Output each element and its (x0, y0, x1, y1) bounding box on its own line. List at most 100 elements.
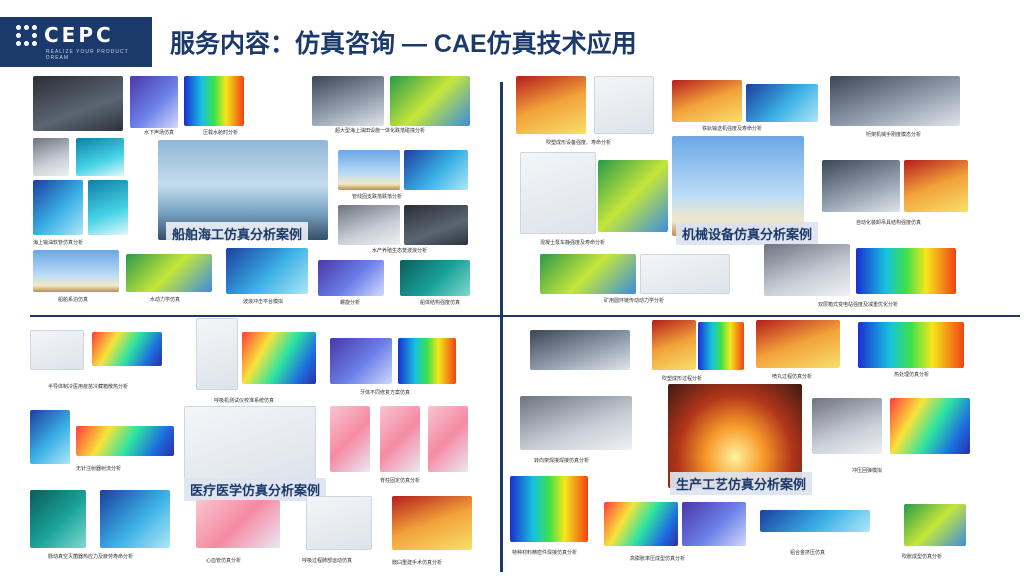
production-image (812, 398, 882, 454)
marine-image (184, 76, 244, 126)
machinery-caption: 吹塑成形设备强度、寿命分析 (546, 140, 612, 146)
machinery-caption: 矿用圆环链传动动力学分析 (604, 298, 665, 304)
marine-caption: 船体结构强度仿真 (420, 300, 461, 306)
machinery-image (516, 76, 586, 134)
medical-image (30, 410, 70, 464)
marine-image (130, 76, 178, 128)
production-image (682, 502, 746, 546)
marine-image (76, 138, 124, 176)
marine-image (404, 205, 468, 245)
marine-image (390, 76, 470, 126)
section-label-machinery: 机械设备仿真分析案例 (676, 222, 819, 245)
marine-caption: 船舶系泊仿真 (58, 297, 89, 303)
medical-image (392, 496, 472, 550)
machinery-caption: 双层箱式变电站强度及减重优化分析 (818, 302, 899, 308)
section-label-production: 生产工艺仿真分析案例 (670, 472, 813, 495)
marine-caption: 水下声场仿真 (144, 130, 175, 136)
medical-caption: 半导体制冷医用疫苗冷藏箱散热分析 (48, 384, 129, 390)
medical-image (196, 318, 238, 390)
production-caption: 热处理仿真分析 (894, 372, 930, 378)
marine-image (226, 248, 308, 294)
medical-image (30, 330, 84, 370)
marine-caption: 波浪冲击平台模拟 (243, 299, 284, 305)
machinery-caption: 桁架机械手刚度模态分析 (866, 132, 922, 138)
section-label-medical: 医疗医学仿真分析案例 (184, 478, 327, 501)
logo: CEPC REALIZE YOUR PRODUCT DREAM (0, 17, 152, 67)
production-caption: 吹胀成型仿真分析 (902, 554, 943, 560)
medical-caption: 牙体不同修复方案仿真 (360, 390, 411, 396)
marine-image (33, 138, 69, 176)
marine-caption: 管线固支跌落跌落分析 (352, 194, 403, 200)
logo-text: CEPC (44, 23, 114, 47)
section-label-marine: 船舶海工仿真分析案例 (166, 222, 309, 245)
production-image (890, 398, 970, 454)
marine-caption: 螺旋分析 (340, 300, 361, 306)
marine-caption: 超大型海上油田设施一体化跌落碰撞分析 (335, 128, 426, 134)
medical-caption: 脊柱固定仿真分析 (380, 478, 421, 484)
production-image (530, 330, 630, 370)
medical-caption: 无针注射器射流分析 (76, 466, 122, 472)
marine-image (126, 254, 212, 292)
medical-caption: 呼吸过程肺部运动仿真 (302, 558, 353, 564)
furnace-image (668, 384, 802, 488)
machinery-image (830, 76, 960, 126)
page-title: 服务内容：仿真咨询 — CAE仿真技术应用 (170, 30, 637, 58)
medical-caption: 呼吸机测试仪校准系统仿真 (214, 398, 275, 404)
marine-caption: 水产养殖生态笼波浪分析 (372, 248, 428, 254)
medical-caption: 脉动真空灭菌器热应力及疲劳寿命分析 (48, 554, 134, 560)
logo-mark-icon (16, 24, 37, 46)
marine-image (338, 150, 400, 190)
machinery-image (764, 244, 850, 296)
medical-image (306, 496, 372, 550)
machinery-showcase-image (672, 136, 804, 236)
marine-image (33, 250, 119, 292)
medical-image (100, 490, 170, 548)
machinery-image (640, 254, 730, 294)
production-image (698, 322, 744, 370)
medical-image (92, 332, 162, 366)
marine-image (33, 180, 83, 235)
marine-image (338, 205, 400, 245)
medical-image (76, 426, 174, 456)
marine-caption: 水动力学仿真 (150, 297, 181, 303)
medical-image (242, 332, 316, 384)
medical-image (398, 338, 456, 384)
marine-image (33, 76, 123, 131)
medical-image (330, 406, 370, 472)
marine-image (318, 260, 384, 296)
logo-tagline: REALIZE YOUR PRODUCT DREAM (46, 49, 129, 61)
production-image (604, 502, 678, 546)
production-caption: 转向架焊接焊接仿真分析 (534, 458, 590, 464)
medical-image (30, 490, 86, 548)
production-caption: 特种材料精密件焊接仿真分析 (512, 550, 578, 556)
medical-caption: 心血管仿真分析 (206, 558, 242, 564)
marine-image (400, 260, 470, 296)
production-caption: 冲压回弹模拟 (852, 468, 883, 474)
machinery-image (594, 76, 654, 134)
medical-caption: 髋臼重建手术仿真分析 (392, 560, 443, 566)
ct-scanner-image (184, 406, 316, 480)
machinery-caption: 铁轨输送机强度及寿命分析 (702, 126, 763, 132)
production-image (760, 510, 870, 532)
medical-image (330, 338, 392, 384)
production-image (904, 504, 966, 546)
production-caption: 喷丸过程仿真分析 (772, 374, 813, 380)
horizontal-divider (30, 315, 1020, 317)
production-image (510, 476, 588, 542)
machinery-caption: 混凝土泵车静强度及寿命分析 (540, 240, 606, 246)
machinery-image (540, 254, 636, 294)
production-caption: 铝合金挤压仿真 (790, 550, 826, 556)
production-caption: 吹塑成形过程分析 (662, 376, 703, 382)
machinery-image (598, 160, 668, 232)
marine-image (312, 76, 384, 126)
medical-image (380, 406, 420, 472)
marine-image (404, 150, 468, 190)
machinery-image (822, 160, 900, 212)
medical-image (428, 406, 468, 472)
machinery-caption: 自动化装卸吊具结构强度仿真 (856, 220, 922, 226)
machinery-image (904, 160, 968, 212)
production-image (858, 322, 964, 368)
machinery-image (672, 80, 742, 122)
machinery-image (856, 248, 956, 294)
marine-caption: 压载水舱时分析 (203, 130, 239, 136)
